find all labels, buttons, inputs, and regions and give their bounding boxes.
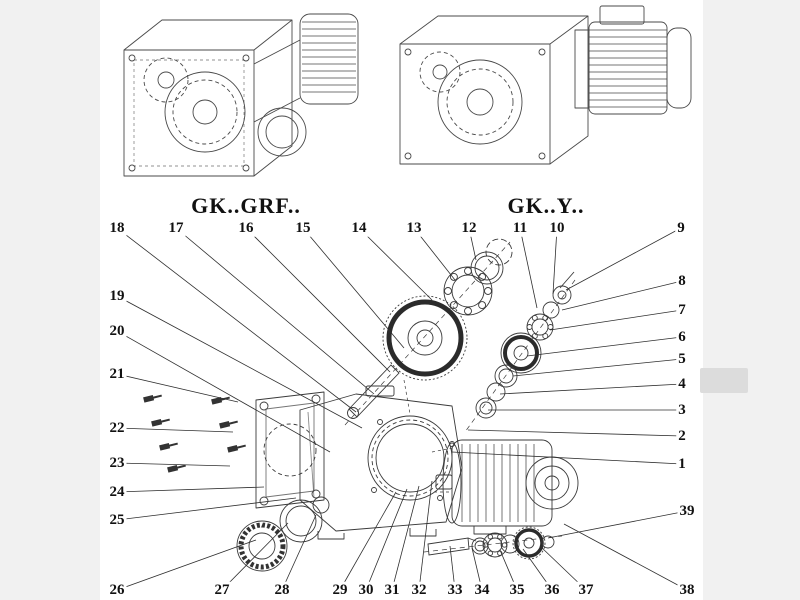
leader-line: [549, 309, 683, 331]
part-number-callout: 1: [676, 455, 688, 473]
part-number-callout: 39: [677, 502, 697, 520]
leader-line: [499, 383, 683, 395]
leader-line: [552, 227, 558, 295]
exploded-motor: [435, 439, 579, 535]
leader-line: [116, 486, 265, 493]
part-number-callout: 34: [472, 581, 492, 599]
part-number-callout: 23: [107, 454, 127, 472]
part-number-callout: 20: [107, 322, 127, 340]
part-number-callout: 32: [409, 581, 429, 599]
part-number-callout: 3: [676, 401, 688, 419]
leader-line: [526, 336, 683, 357]
leader-line: [547, 510, 688, 539]
part-number-callout: 24: [107, 483, 127, 501]
leader-line: [116, 462, 231, 467]
part-number-callout: 6: [676, 328, 688, 346]
leader-line: [365, 488, 408, 591]
leader-line: [519, 227, 538, 309]
part-number-callout: 4: [676, 375, 688, 393]
y-gearmotor-drawing: [399, 5, 692, 165]
exploded-output-gearset: [344, 238, 513, 426]
leader-line: [561, 280, 683, 311]
part-number-callout: 19: [107, 287, 127, 305]
part-number-callout: 27: [212, 581, 232, 599]
exploded-flange-plate: [255, 391, 325, 509]
part-number-callout: 16: [236, 219, 256, 237]
model-label-grf: GK..GRF..: [191, 193, 301, 218]
part-number-callout: 37: [576, 581, 596, 599]
leader-line: [116, 330, 331, 453]
leader-line: [451, 451, 683, 465]
right-margin-band: [703, 0, 800, 600]
part-number-callout: 5: [676, 350, 688, 368]
leader-line: [116, 497, 297, 521]
part-number-callout: 26: [107, 581, 127, 599]
part-number-callout: 7: [676, 301, 688, 319]
leader-line: [467, 429, 683, 437]
model-label-y: GK..Y..: [507, 193, 585, 218]
leader-line: [245, 227, 391, 373]
part-number-callout: 31: [382, 581, 402, 599]
exploded-input-shaftset: [464, 271, 576, 433]
mounting-screws: [143, 394, 246, 473]
leader-line: [175, 227, 375, 395]
part-number-callout: 10: [547, 219, 567, 237]
exploded-bearing-seal-rings: [236, 496, 330, 572]
leader-line: [116, 539, 257, 591]
grf-gearbox-drawing: [123, 13, 359, 177]
leader-line: [339, 491, 397, 591]
gray-artifact-patch: [700, 368, 748, 393]
part-number-callout: 21: [107, 365, 127, 383]
part-number-callout: 35: [507, 581, 527, 599]
part-number-callout: 36: [542, 581, 562, 599]
part-number-callout: 17: [166, 219, 186, 237]
part-number-callout: 18: [107, 219, 127, 237]
part-number-callout: 8: [676, 272, 688, 290]
leader-line: [512, 358, 683, 377]
leader-line: [413, 227, 456, 281]
leader-line: [358, 227, 433, 301]
exploded-shaft-kit: [423, 526, 563, 560]
leader-line: [116, 227, 357, 413]
part-number-callout: 25: [107, 511, 127, 529]
part-number-callout: 33: [445, 581, 465, 599]
leader-lines: [116, 227, 688, 591]
part-number-callout: 29: [330, 581, 350, 599]
part-number-callout: 22: [107, 419, 127, 437]
part-number-callout: 30: [356, 581, 376, 599]
part-number-callout: 15: [293, 219, 313, 237]
leader-line: [116, 427, 234, 433]
part-number-callout: 13: [404, 219, 424, 237]
part-number-callout: 12: [459, 219, 479, 237]
leader-line: [281, 514, 317, 591]
part-number-callout: 28: [272, 581, 292, 599]
part-number-callout: 2: [676, 427, 688, 445]
leader-line: [116, 295, 363, 429]
leader-line: [116, 373, 239, 403]
leader-line: [302, 227, 405, 349]
part-number-callout: 11: [510, 219, 530, 237]
part-number-callout: 14: [349, 219, 369, 237]
leader-line: [563, 523, 688, 591]
part-number-callout: 9: [675, 219, 687, 237]
leader-line: [418, 480, 433, 591]
leader-line: [391, 485, 420, 591]
leader-line: [221, 522, 289, 591]
exploded-housing: [299, 379, 463, 540]
left-margin-band: [0, 0, 100, 600]
leader-line: [565, 227, 682, 291]
part-number-callout: 38: [677, 581, 697, 599]
